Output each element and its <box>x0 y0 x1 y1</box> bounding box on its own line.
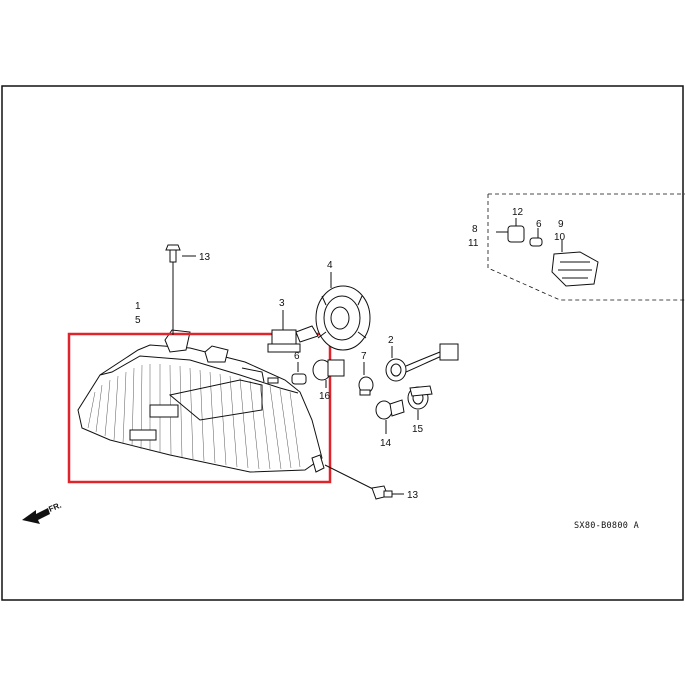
label-16: 16 <box>319 391 331 402</box>
label-12: 12 <box>512 207 524 218</box>
bulb-7 <box>358 362 374 396</box>
label-1: 1 <box>135 301 141 312</box>
label-9: 9 <box>558 219 564 230</box>
label-3: 3 <box>279 298 285 309</box>
label-6: 6 <box>294 351 300 362</box>
label-6-inset: 6 <box>536 219 542 230</box>
label-7: 7 <box>361 351 367 362</box>
bolt-13-bottom <box>324 464 404 500</box>
harness-2 <box>385 343 459 382</box>
headlight-assembly <box>77 329 325 473</box>
bulb-14 <box>375 399 405 434</box>
label-14: 14 <box>380 438 392 449</box>
diagram-code: SX80-B0800 A <box>574 521 639 531</box>
socket-4 <box>315 272 371 351</box>
label-15: 15 <box>412 424 424 435</box>
label-4: 4 <box>327 260 333 271</box>
bulb-3 <box>267 310 319 353</box>
diagram-border <box>1 85 684 601</box>
direction-label: FR. <box>47 501 62 514</box>
label-10: 10 <box>554 232 566 243</box>
bulb-6 <box>291 362 307 385</box>
label-11: 11 <box>468 238 479 249</box>
label-13-bottom: 13 <box>407 490 419 501</box>
highlight-box <box>67 332 332 484</box>
bolt-13-top <box>165 244 196 335</box>
label-5: 5 <box>135 315 141 326</box>
socket-16 <box>312 359 345 388</box>
label-13-top: 13 <box>199 252 211 263</box>
side-marker-inset <box>487 193 685 301</box>
socket-15 <box>407 385 433 420</box>
front-direction-arrow <box>22 508 50 524</box>
label-2: 2 <box>388 335 394 346</box>
label-8: 8 <box>472 224 478 235</box>
